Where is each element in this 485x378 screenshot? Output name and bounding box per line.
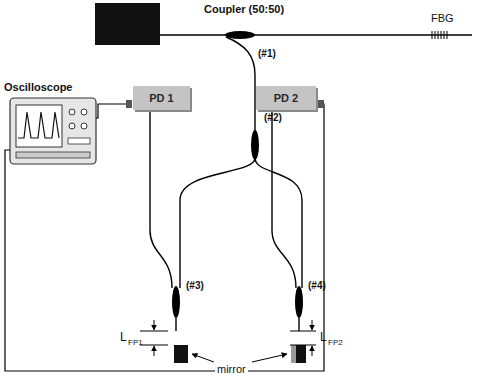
mirror-symbol <box>291 345 296 363</box>
fiber <box>272 112 296 288</box>
mirror-symbol <box>174 345 188 363</box>
callout-label: L <box>120 331 127 344</box>
mirror-symbol <box>296 345 306 363</box>
fiber <box>175 318 176 331</box>
pd-connector <box>318 100 324 108</box>
photodetector-box: PD 2 <box>256 86 316 110</box>
leader-arrow <box>192 354 214 362</box>
signal-wire <box>5 104 324 371</box>
fiber <box>180 158 255 288</box>
photodetector-box: PD 1 <box>133 86 190 110</box>
callout-label: L <box>320 331 327 344</box>
callout-label: (#4) <box>308 280 326 291</box>
fiber <box>160 34 472 35</box>
coupler <box>225 31 255 39</box>
callout-label: FP2 <box>328 339 343 348</box>
fiber <box>150 112 172 288</box>
callout-label: Oscilloscope <box>4 81 72 93</box>
node-label: PD 1 <box>149 92 173 104</box>
fbg-grating <box>432 31 447 39</box>
callout-label: FP1 <box>128 339 143 348</box>
dimension-mark <box>290 320 316 356</box>
coupler <box>172 286 180 318</box>
callout-label: mirror <box>215 363 248 375</box>
callout-label: Coupler (50:50) <box>204 3 284 15</box>
dimension-mark <box>140 320 168 356</box>
light-source <box>95 3 160 45</box>
oscilloscope-symbol <box>10 98 96 164</box>
node-label: PD 2 <box>274 92 298 104</box>
fiber <box>226 37 255 132</box>
pd-connector <box>126 100 132 108</box>
fiber <box>255 158 302 288</box>
fiber <box>298 318 299 331</box>
callout-label: (#2) <box>264 112 282 123</box>
leader-arrow <box>252 354 287 362</box>
callout-label: FBG <box>431 12 454 24</box>
coupler <box>251 130 259 160</box>
callout-label: (#1) <box>258 48 276 59</box>
callout-label: (#3) <box>186 280 204 291</box>
coupler <box>295 286 303 318</box>
